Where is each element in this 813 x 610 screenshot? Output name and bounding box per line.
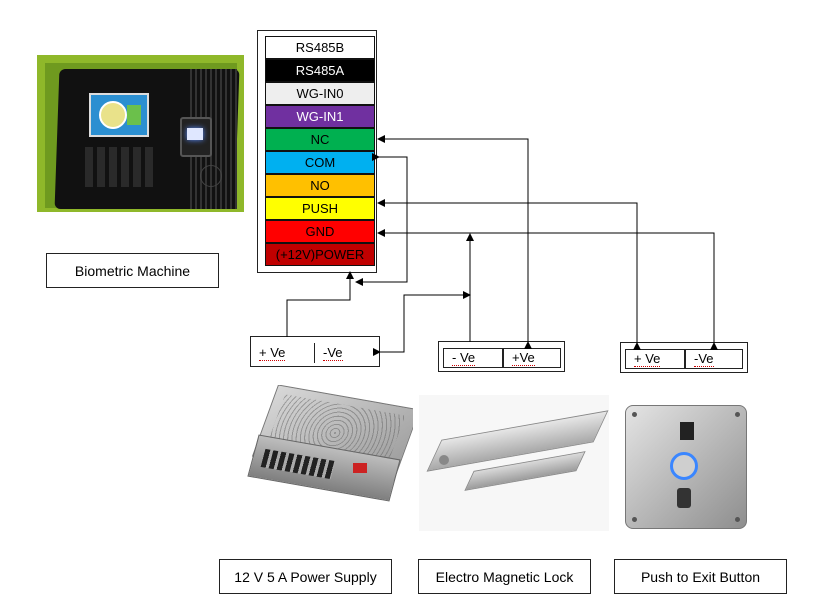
terminal-label: RS485B bbox=[295, 40, 345, 55]
terminal-label: RS485A bbox=[295, 63, 345, 78]
biometric-machine-caption-text: Biometric Machine bbox=[74, 262, 191, 279]
lock-pins: - Ve +Ve bbox=[438, 341, 565, 372]
terminal-label: PUSH bbox=[301, 201, 339, 216]
terminal-nc: NC bbox=[265, 128, 375, 151]
lock-positive: +Ve bbox=[503, 348, 561, 368]
terminal-label: GND bbox=[305, 224, 335, 239]
terminal-wg-in0: WG-IN0 bbox=[265, 82, 375, 105]
terminal-label: NO bbox=[310, 178, 330, 193]
wire-gnd bbox=[377, 229, 718, 350]
power-supply-caption: 12 V 5 A Power Supply bbox=[219, 559, 392, 594]
biometric-machine-photo bbox=[37, 55, 244, 212]
exit-button-caption: Push to Exit Button bbox=[614, 559, 787, 594]
terminal-label: COM bbox=[304, 155, 336, 170]
terminal-label: WG-IN0 bbox=[296, 86, 344, 101]
exit-button-negative: -Ve bbox=[685, 349, 743, 369]
terminal-push: PUSH bbox=[265, 197, 375, 220]
wire-com bbox=[355, 153, 408, 286]
wire-nc-lock bbox=[377, 135, 532, 349]
wire-push bbox=[377, 199, 641, 350]
power-supply-photo bbox=[245, 385, 413, 503]
terminal-wg-in1: WG-IN1 bbox=[265, 105, 375, 128]
terminal-rs485a: RS485A bbox=[265, 59, 375, 82]
magnetic-lock-caption: Electro Magnetic Lock bbox=[418, 559, 591, 594]
power-supply-positive: + Ve bbox=[251, 343, 315, 363]
biometric-machine-caption: Biometric Machine bbox=[46, 253, 219, 288]
wire-power-positive bbox=[286, 271, 354, 337]
terminal-label: (+12V)POWER bbox=[275, 247, 365, 262]
terminal-label: WG-IN1 bbox=[296, 109, 344, 124]
power-supply-pins: + Ve -Ve bbox=[250, 336, 380, 367]
magnetic-lock-caption-text: Electro Magnetic Lock bbox=[435, 568, 574, 585]
terminal-rs485b: RS485B bbox=[265, 36, 375, 59]
exit-button-photo bbox=[625, 405, 747, 529]
terminal-label: NC bbox=[310, 132, 330, 147]
magnetic-lock-photo bbox=[419, 395, 609, 531]
exit-button-caption-text: Push to Exit Button bbox=[640, 568, 761, 585]
power-supply-negative: -Ve bbox=[315, 343, 375, 363]
wire-power-negative bbox=[373, 291, 471, 356]
power-supply-caption-text: 12 V 5 A Power Supply bbox=[234, 568, 377, 585]
terminal-gnd: GND bbox=[265, 220, 375, 243]
